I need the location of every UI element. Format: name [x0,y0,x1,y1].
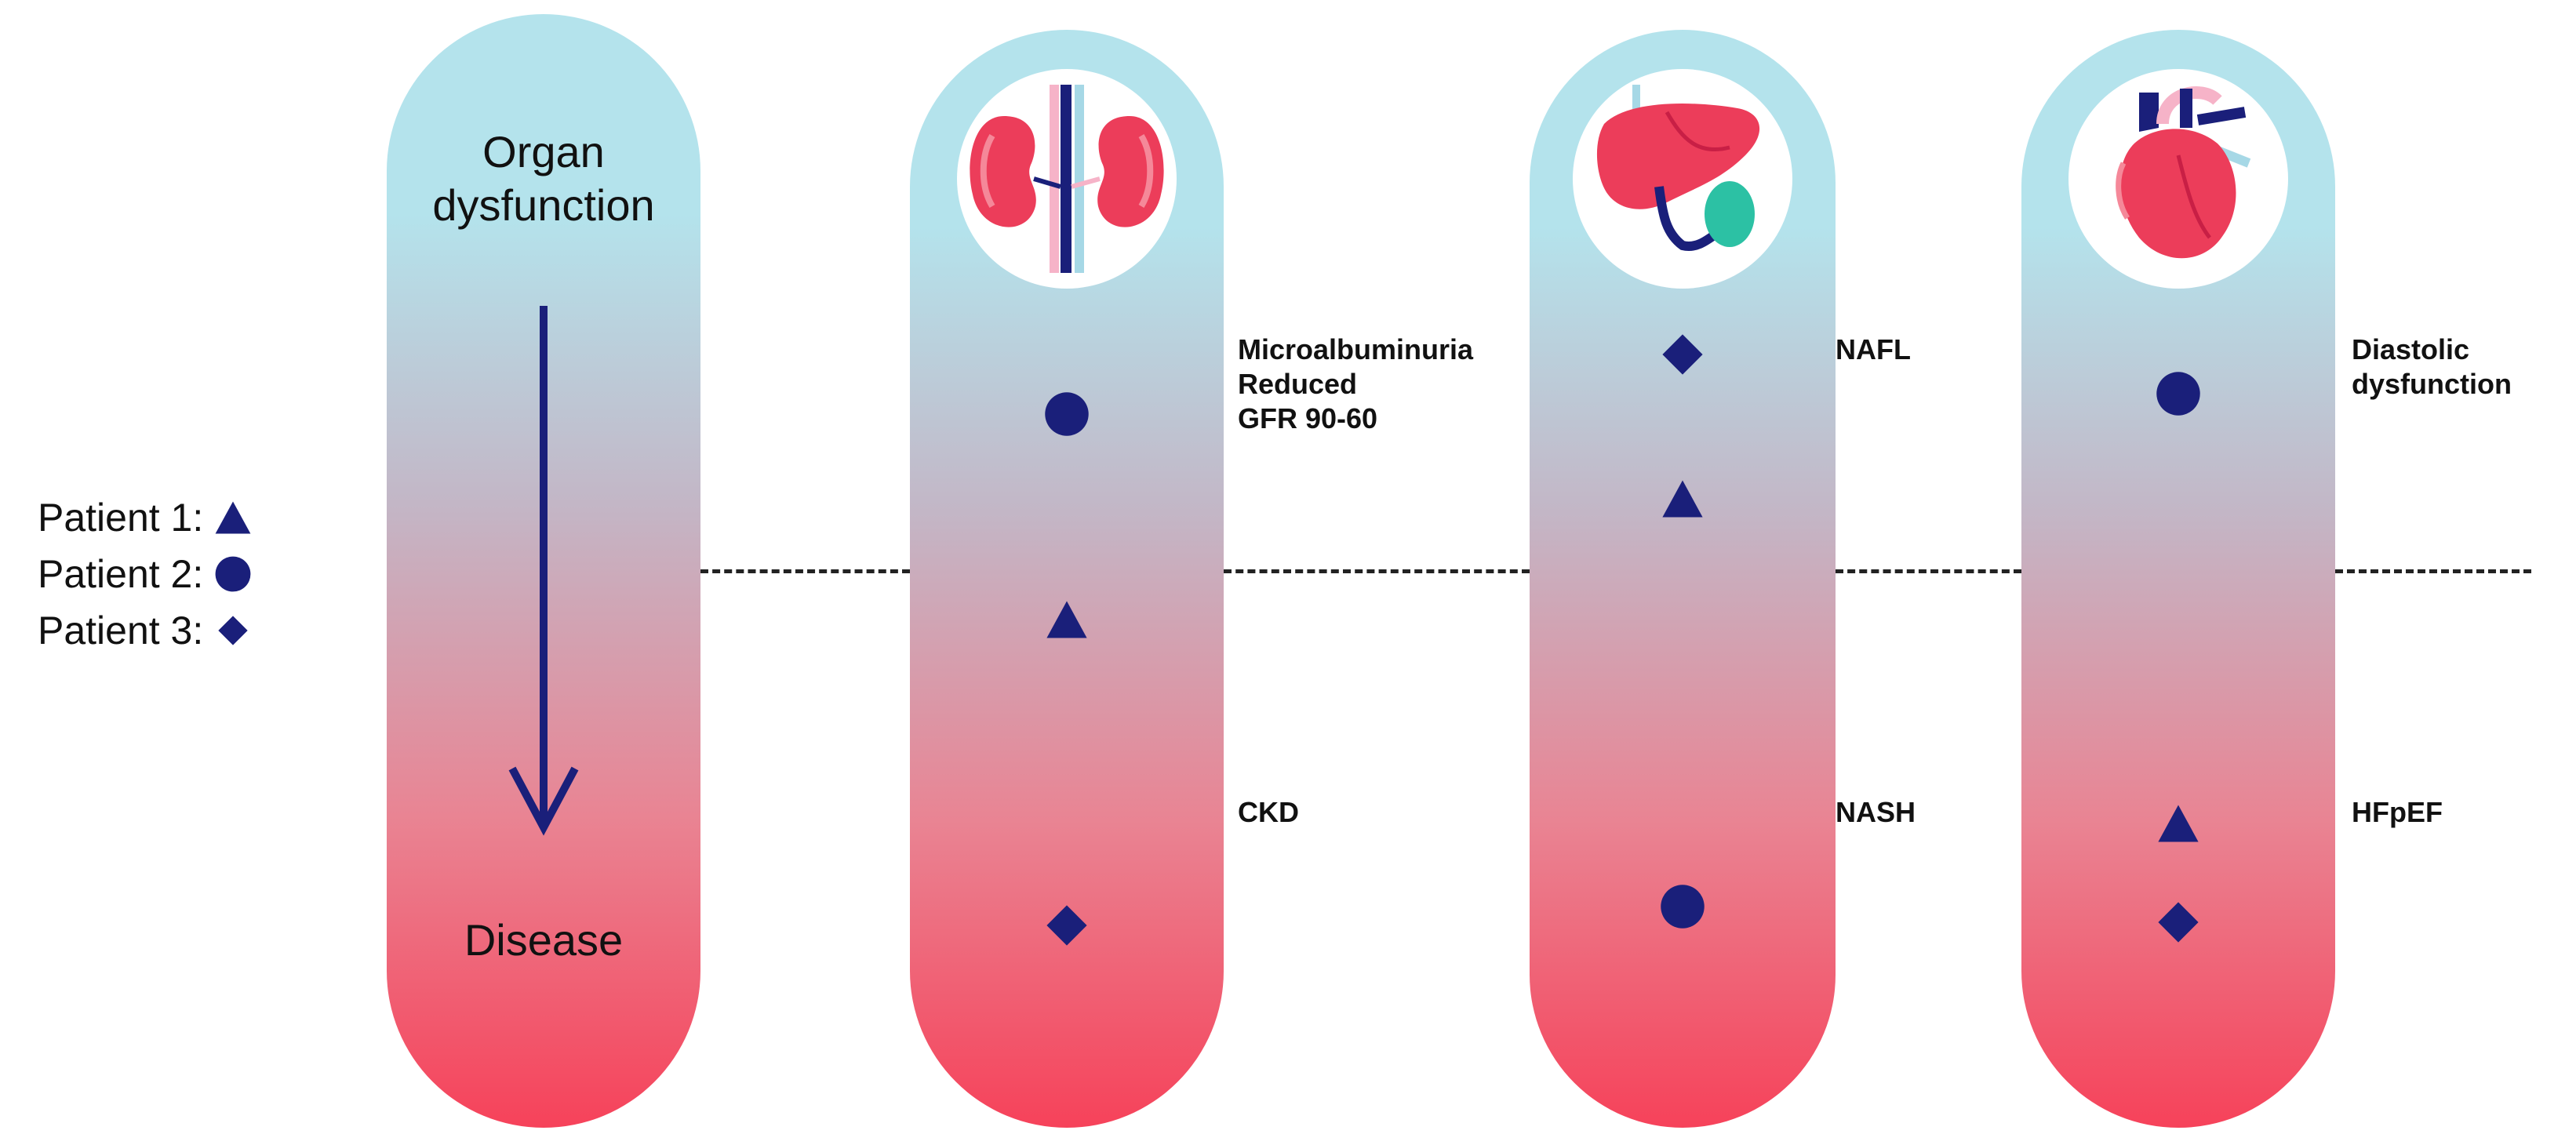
threshold-line [2335,569,2531,573]
kidney-early-line-1: Microalbuminuria [1238,333,1474,365]
heart-early-label: Diastolic dysfunction [2352,333,2512,402]
threshold-line [1224,569,1530,573]
down-arrow-icon [508,306,579,836]
triangle-icon [215,501,251,534]
patient-2-marker [2153,369,2203,419]
patient-2-marker [1657,881,1708,932]
legend-patient-3: Patient 3: [38,607,255,654]
legend-patient-2: Patient 2: [38,551,255,598]
diamond-icon [218,616,248,645]
kidney-early-label: Microalbuminuria Reduced GFR 90-60 [1238,333,1473,436]
kidney-icon-frame [957,69,1177,289]
scale-bottom-label: Disease [464,915,624,965]
circle-icon [215,556,251,592]
scale-top-line-2: dysfunction [432,180,655,230]
threshold-line [1836,569,2021,573]
heart-late-label: HFpEF [2352,796,2443,828]
legend-label: Patient 2: [38,552,204,596]
legend-patient-1: Patient 1: [38,494,255,541]
liver-late-label: NASH [1836,796,1916,828]
patient-1-marker [1042,594,1092,645]
patient-3-marker [1042,900,1092,950]
kidney-early-line-2: Reduced [1238,368,1358,400]
liver-icon [1596,85,1760,251]
patient-3-marker [1657,329,1708,380]
heart-early-line-1: Diastolic [2352,333,2470,365]
legend-label: Patient 1: [38,496,204,540]
scale-top-line-1: Organ [482,127,605,176]
patient-2-marker [1042,389,1092,439]
heart-icon [2116,86,2251,259]
patient-1-marker [1657,474,1708,524]
kidney-early-line-3: GFR 90-60 [1238,402,1378,434]
heart-early-line-2: dysfunction [2352,368,2512,400]
patient-1-marker [2153,798,2203,849]
scale-top-label: Organ dysfunction [387,125,700,232]
threshold-line [700,569,910,573]
kidney-late-label: CKD [1238,796,1299,828]
liver-early-label: NAFL [1836,333,1911,365]
heart-icon-frame [2068,69,2288,289]
legend-label: Patient 3: [38,609,204,652]
patient-3-marker [2153,897,2203,947]
kidney-icon [970,85,1164,273]
liver-icon-frame [1573,69,1792,289]
